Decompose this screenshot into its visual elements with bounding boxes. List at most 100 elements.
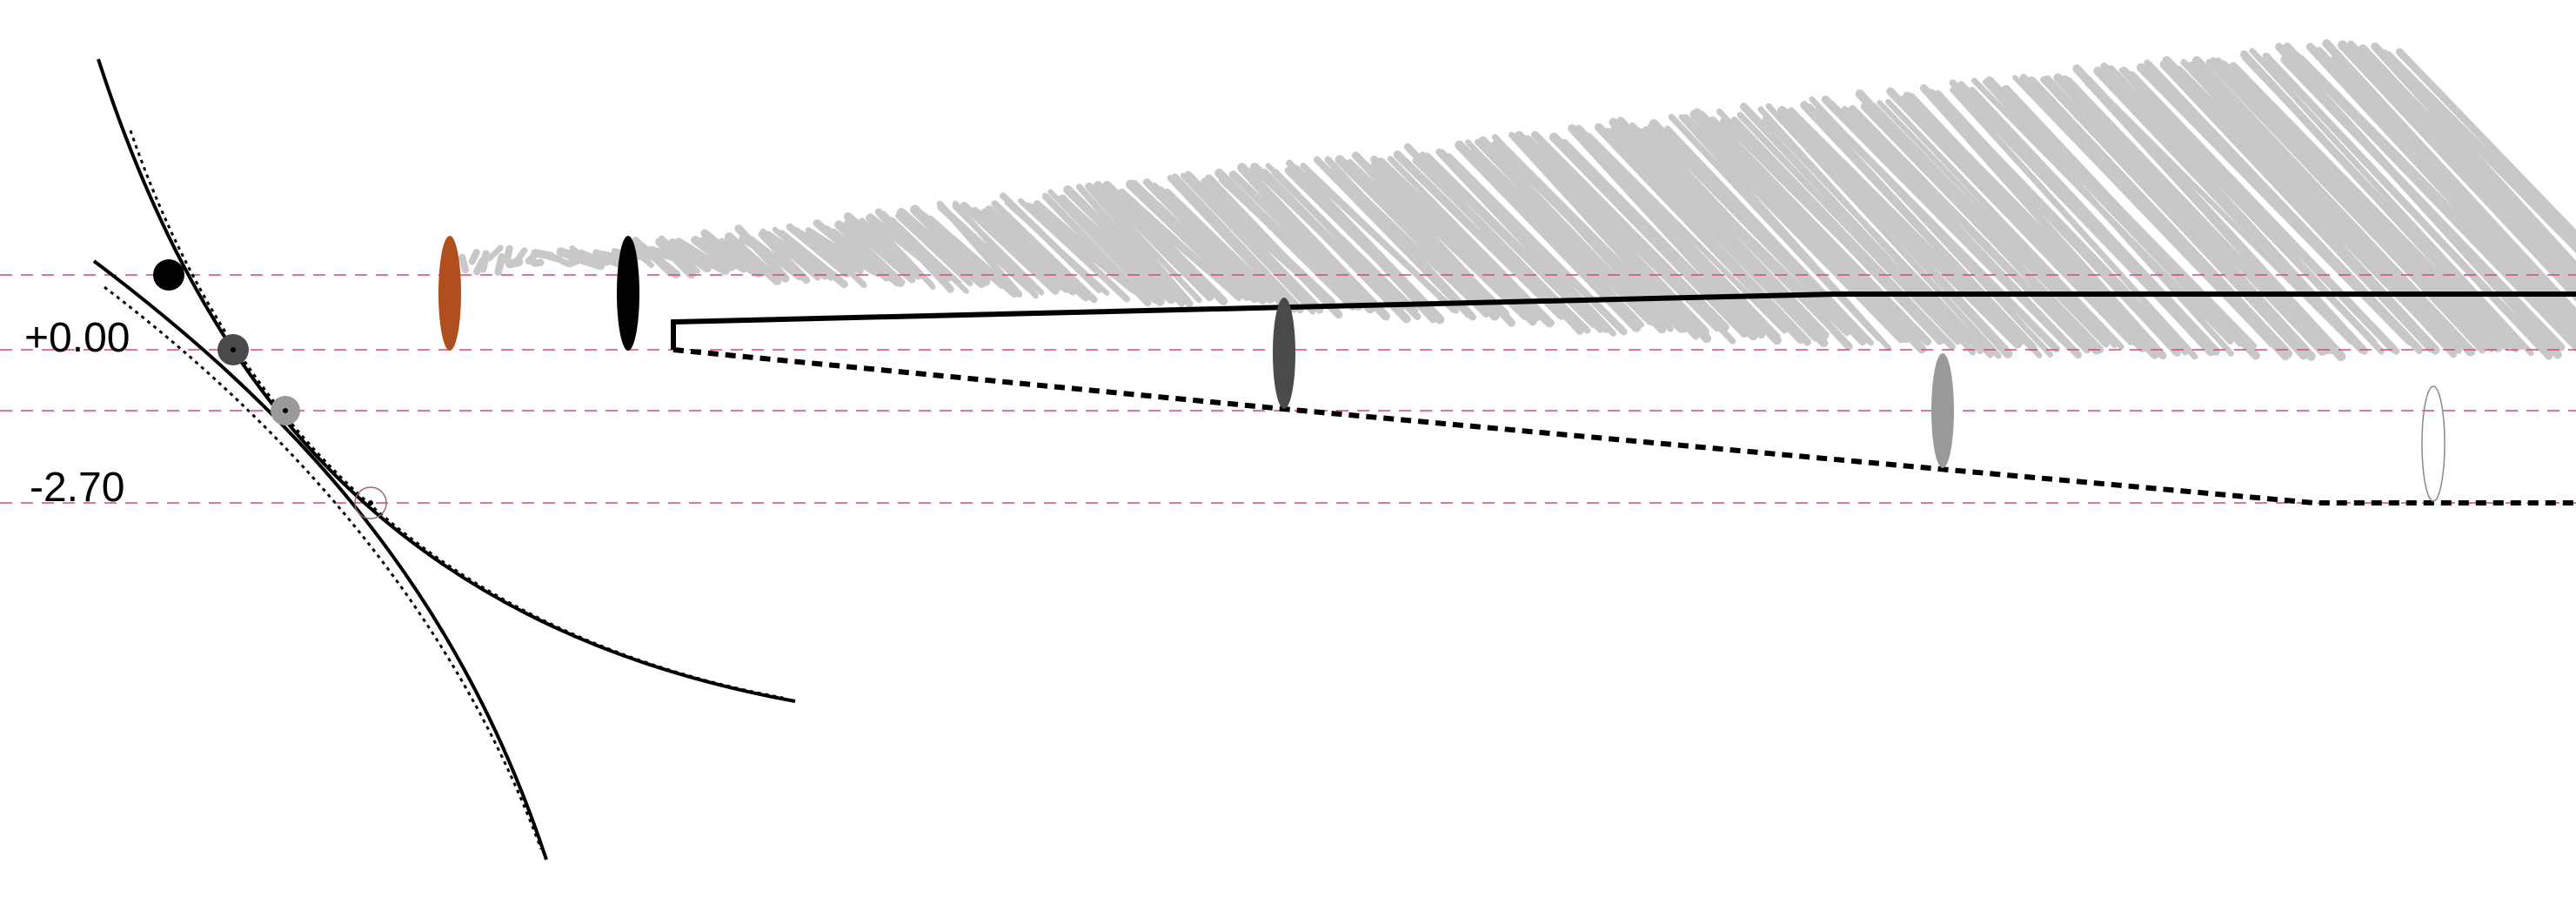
hatch-stroke bbox=[2363, 51, 2576, 277]
hatch-stroke bbox=[2280, 55, 2566, 352]
hatch-stroke bbox=[2218, 60, 2503, 352]
hatch-stroke bbox=[843, 211, 923, 280]
hatch-stroke bbox=[1967, 86, 2220, 356]
hatch-stroke bbox=[1877, 100, 2118, 349]
hatch-stroke bbox=[1762, 116, 1994, 358]
hatch-stroke bbox=[494, 252, 506, 277]
hatch-stroke bbox=[1609, 117, 1829, 348]
reference-lines bbox=[0, 274, 2576, 504]
hatch-stroke bbox=[2347, 40, 2576, 290]
upper-profile-line bbox=[671, 291, 2576, 350]
hatch-stroke bbox=[2162, 56, 2440, 355]
hatch-stroke bbox=[991, 200, 1098, 304]
hatch-stroke bbox=[1260, 168, 1411, 324]
curve-inner-dotted bbox=[104, 285, 543, 850]
hatch-stroke bbox=[2043, 75, 2308, 360]
hatch-stroke bbox=[525, 252, 538, 265]
hatch-stroke bbox=[552, 254, 571, 267]
orange-ellipse-icon bbox=[438, 236, 461, 351]
hatch-stroke bbox=[1682, 114, 1905, 344]
hatch-stroke bbox=[1393, 150, 1566, 320]
hatch-stroke bbox=[2180, 58, 2457, 358]
hatch-stroke bbox=[1291, 164, 1445, 325]
hatch-stroke bbox=[1696, 110, 1927, 354]
hatch-stroke bbox=[718, 238, 763, 278]
hatch-stroke bbox=[1171, 173, 1304, 314]
hatch-stroke bbox=[1678, 114, 1891, 352]
hatch-stroke bbox=[530, 258, 545, 267]
hatch-stroke bbox=[1568, 124, 1766, 339]
hatch-stroke bbox=[1806, 104, 2043, 358]
hatched-area bbox=[458, 39, 2576, 362]
hatch-stroke bbox=[2371, 42, 2576, 273]
hatch-stroke bbox=[1128, 179, 1260, 304]
gray-ellipse-icon bbox=[1931, 353, 1954, 468]
hatch-stroke bbox=[1649, 118, 1868, 345]
dot-markers bbox=[153, 259, 387, 519]
hollow-circle-icon bbox=[354, 486, 387, 519]
hatch-stroke bbox=[1730, 116, 1956, 351]
hatch-stroke bbox=[1559, 138, 1758, 341]
hatch-stroke bbox=[1271, 169, 1422, 321]
hatch-stroke bbox=[1305, 171, 1459, 314]
hatch-stroke bbox=[843, 219, 916, 284]
hatch-stroke bbox=[1616, 117, 1830, 340]
dark-gray-dot-center-icon bbox=[231, 347, 236, 352]
hatch-stroke bbox=[1950, 86, 2198, 360]
curve-inner-solid bbox=[92, 259, 548, 860]
hatch-stroke bbox=[1782, 109, 2023, 349]
hatch-stroke bbox=[486, 244, 504, 262]
hatch-stroke bbox=[763, 231, 830, 280]
hatch-stroke bbox=[1004, 200, 1110, 296]
hatch-stroke bbox=[1870, 103, 2110, 348]
hatch-stroke bbox=[1815, 105, 2060, 353]
hatch-stroke bbox=[2027, 76, 2293, 358]
hatch-stroke bbox=[1218, 175, 1364, 311]
hatch-stroke bbox=[1387, 156, 1555, 326]
hatch-stroke bbox=[1919, 84, 2167, 360]
hatch-stroke bbox=[758, 231, 811, 285]
hatch-stroke bbox=[1577, 126, 1781, 339]
hatch-stroke bbox=[1163, 188, 1288, 310]
curved-tracks bbox=[92, 58, 796, 860]
hatch-stroke bbox=[806, 229, 867, 289]
hatch-stroke bbox=[778, 230, 848, 289]
hatch-stroke bbox=[1885, 98, 2124, 350]
hatch-stroke bbox=[2100, 63, 2368, 355]
ellipse-markers bbox=[438, 236, 2446, 502]
hatch-stroke bbox=[1603, 127, 1811, 346]
hatch-stroke bbox=[1118, 188, 1242, 301]
hollow-ellipse-icon bbox=[2421, 385, 2446, 502]
hatch-stroke bbox=[2151, 66, 2423, 355]
hatch-stroke bbox=[2395, 48, 2576, 241]
hatch-stroke bbox=[1664, 125, 1875, 346]
hatch-stroke bbox=[895, 212, 974, 287]
hatch-stroke bbox=[834, 220, 906, 287]
hatch-stroke bbox=[458, 253, 470, 274]
hatch-stroke bbox=[2002, 84, 2260, 360]
hatch-stroke bbox=[655, 237, 696, 279]
hatch-stroke bbox=[889, 217, 969, 294]
hatch-stroke bbox=[1089, 184, 1202, 304]
hatch-stroke bbox=[1937, 95, 2189, 356]
hatch-stroke bbox=[1075, 184, 1185, 307]
gray-dot-center-icon bbox=[283, 408, 288, 413]
hatch-stroke bbox=[1537, 138, 1736, 345]
hatch-stroke bbox=[1848, 105, 2091, 354]
hatch-stroke bbox=[1907, 93, 2159, 359]
hatch-stroke bbox=[1167, 175, 1298, 313]
hatch-stroke bbox=[747, 236, 803, 281]
hatch-stroke bbox=[1896, 96, 2147, 353]
hatch-stroke bbox=[1841, 105, 2082, 359]
hatch-stroke bbox=[1708, 116, 1932, 346]
hollow-circle-center-icon bbox=[368, 500, 373, 506]
hatch-stroke bbox=[1642, 126, 1853, 351]
hatch-stroke bbox=[1248, 176, 1390, 321]
hatch-stroke bbox=[2191, 56, 2476, 357]
hatch-stroke bbox=[2229, 62, 2511, 351]
level-label-zero: +0.00 bbox=[24, 315, 130, 361]
curve-outer-dotted bbox=[129, 130, 784, 700]
hatch-stroke bbox=[1787, 107, 2025, 345]
hatch-stroke bbox=[1765, 103, 2002, 359]
